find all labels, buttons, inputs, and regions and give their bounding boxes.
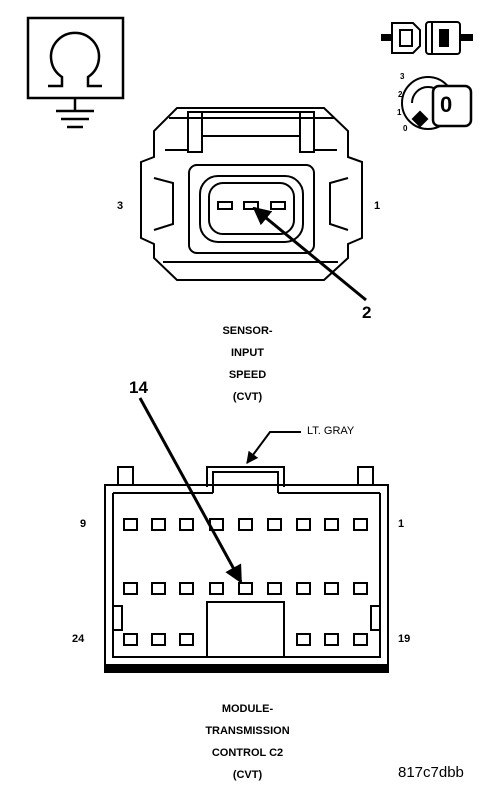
module-color-label: LT. GRAY <box>307 425 355 437</box>
connector-plug-icon <box>381 21 473 55</box>
key-position-3: 3 <box>400 72 405 81</box>
key-position-1: 1 <box>397 108 402 117</box>
module-callout-number: 14 <box>129 378 148 397</box>
key-position-0: 0 <box>403 124 408 133</box>
module-callout-leader <box>138 397 243 584</box>
sensor-caption-line-4: (CVT) <box>232 391 263 403</box>
module-connector <box>104 466 389 673</box>
sensor-connector <box>140 107 363 281</box>
module-pin-cavities <box>123 518 368 646</box>
sensor-pin-2 <box>243 201 259 210</box>
sensor-caption-line-3: SPEED <box>228 369 267 381</box>
color-callout-leader <box>246 431 301 464</box>
sensor-pin-1 <box>270 201 286 210</box>
module-pin-top-right-label: 1 <box>398 518 405 530</box>
module-caption-line-1: MODULE- <box>221 703 274 715</box>
module-caption-line-3: CONTROL C2 <box>211 747 284 759</box>
sensor-caption-line-2: INPUT <box>231 347 264 359</box>
sensor-caption: SENSOR- INPUT SPEED (CVT) <box>0 320 495 408</box>
module-pin-bottom-left-label: 24 <box>72 633 85 645</box>
module-caption-line-2: TRANSMISSION <box>205 725 290 737</box>
module-pin-14 <box>238 582 253 595</box>
sensor-pin-left-label: 3 <box>117 200 124 212</box>
module-caption: MODULE- TRANSMISSION CONTROL C2 (CVT) <box>0 698 495 786</box>
figure-id: 817c7dbb <box>398 764 464 781</box>
ignition-key-icon <box>401 76 473 130</box>
module-pin-top-left-label: 9 <box>80 518 87 530</box>
sensor-callout-number: 2 <box>362 303 372 322</box>
key-position-2: 2 <box>398 90 403 99</box>
key-label: 0 <box>440 92 453 117</box>
sensor-caption-line-1: SENSOR- <box>222 325 273 337</box>
module-caption-line-4: (CVT) <box>232 769 263 781</box>
resistance-ground-icon <box>26 16 125 129</box>
sensor-pin-right-label: 1 <box>374 200 381 212</box>
sensor-pin-cavities <box>217 201 286 210</box>
module-pin-bottom-right-label: 19 <box>398 633 411 645</box>
sensor-callout-leader <box>252 206 367 302</box>
sensor-pin-3 <box>217 201 233 210</box>
